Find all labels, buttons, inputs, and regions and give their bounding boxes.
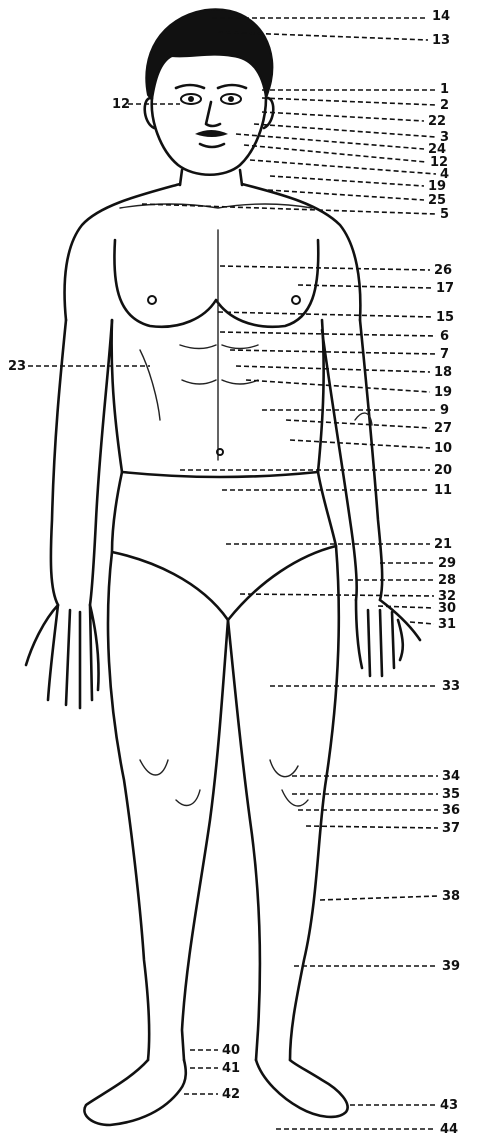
nose (206, 102, 220, 126)
leader-line-l27 (286, 420, 430, 428)
callout-label-l7: 7 (440, 347, 449, 362)
callout-label-l35: 35 (442, 787, 460, 802)
leader-line-l19b (246, 380, 430, 392)
callout-label-l38: 38 (442, 889, 460, 904)
hair (146, 9, 272, 100)
callout-label-l19b: 19 (434, 385, 452, 400)
callout-label-l36: 36 (442, 803, 460, 818)
callout-label-l27: 27 (434, 421, 452, 436)
mouth (200, 144, 224, 147)
leader-line-l30 (378, 606, 434, 608)
right-arm (322, 320, 420, 676)
callout-label-l28: 28 (438, 573, 456, 588)
callout-label-l23: 23 (8, 359, 26, 374)
leader-line-l15 (218, 312, 432, 317)
leader-line-l22 (262, 112, 424, 121)
callout-label-l2: 2 (440, 98, 449, 113)
callout-label-l30: 30 (438, 601, 456, 616)
leader-line-l18 (236, 366, 430, 372)
flank-left (112, 320, 122, 472)
eyebrows (176, 85, 246, 88)
leader-line-l6 (220, 332, 436, 336)
leader-line-l3 (254, 124, 436, 137)
callout-label-l25: 25 (428, 193, 446, 208)
callout-label-l13: 13 (432, 33, 450, 48)
callout-label-l17: 17 (436, 281, 454, 296)
callout-label-l20: 20 (434, 463, 452, 478)
moustache (195, 130, 228, 137)
callout-label-l37: 37 (442, 821, 460, 836)
callout-label-l19a: 19 (428, 179, 446, 194)
callout-label-l44: 44 (440, 1122, 458, 1137)
callout-label-l40: 40 (222, 1043, 240, 1058)
left-hand (26, 605, 99, 708)
callout-label-l31: 31 (438, 617, 456, 632)
callout-label-l15: 15 (436, 310, 454, 325)
leader-line-l38 (320, 896, 438, 900)
callout-label-l9: 9 (440, 403, 449, 418)
leader-line-l10 (290, 440, 430, 448)
callout-label-l12a: 12 (112, 97, 130, 112)
right-hand (356, 600, 420, 676)
callout-label-l10: 10 (434, 441, 452, 456)
torso (65, 170, 361, 472)
leader-line-l7 (230, 350, 436, 354)
callout-label-l29: 29 (438, 556, 456, 571)
callout-label-l1: 1 (440, 82, 449, 97)
callout-label-l39: 39 (442, 959, 460, 974)
briefs (112, 472, 336, 620)
callout-label-l43: 43 (440, 1098, 458, 1113)
left-arm (26, 320, 160, 708)
callout-label-l33: 33 (442, 679, 460, 694)
callout-label-l42: 42 (222, 1087, 240, 1102)
leader-line-l2 (262, 98, 436, 105)
pectorals (114, 240, 318, 327)
callout-label-l26: 26 (434, 263, 452, 278)
leader-line-l31 (410, 622, 434, 624)
callout-label-l21: 21 (434, 537, 452, 552)
callout-label-l14: 14 (432, 9, 450, 24)
leader-line-l17 (298, 285, 432, 288)
callout-label-l11: 11 (434, 483, 452, 498)
callout-label-l34: 34 (442, 769, 460, 784)
callout-label-l5: 5 (440, 207, 449, 222)
callout-label-l6: 6 (440, 329, 449, 344)
right-foot (256, 1060, 348, 1117)
leader-line-l19a (270, 176, 424, 186)
leader-line-l37 (306, 826, 438, 828)
leader-line-l32 (240, 594, 434, 596)
callout-label-l22: 22 (428, 114, 446, 129)
callout-label-l18: 18 (434, 365, 452, 380)
left-leg (84, 552, 228, 1125)
left-foot (84, 1060, 185, 1125)
leader-line-l4 (250, 160, 436, 174)
right-leg (228, 546, 348, 1117)
leader-line-l26 (220, 266, 430, 270)
callout-label-l41: 41 (222, 1061, 240, 1076)
